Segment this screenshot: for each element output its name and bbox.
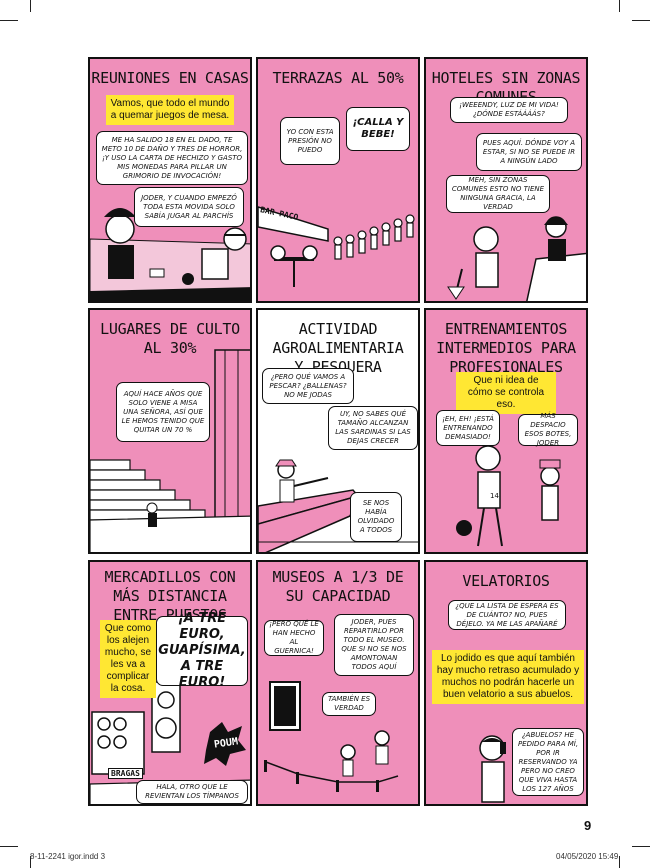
footer-timestamp: 04/05/2020 15:49 (556, 852, 619, 861)
panel-terrazas: TERRAZAS AL 50% YO CON ESTA PRESIÓN NO P… (256, 57, 420, 303)
panel-mercadillos: MERCADILLOS CON MÁS DISTANCIA ENTRE PUES… (88, 560, 252, 806)
speech-bubble: ¡EH, EH! ¡ESTÁ ENTRENANDO DEMASIADO! (436, 410, 500, 446)
crop-mark (632, 20, 650, 21)
stall-sign: BRAGAS (108, 768, 143, 779)
hotel-illustration (447, 216, 586, 301)
speech-bubble: MEH, SIN ZONAS COMUNES ESTO NO TIENE NIN… (446, 175, 550, 213)
panel-reuniones-en-casas: REUNIONES EN CASAS Vamos, que todo el mu… (88, 57, 252, 303)
crop-mark (619, 856, 620, 868)
speech-bubble: ¡CALLA Y BEBE! (346, 107, 410, 151)
crop-mark (632, 846, 650, 847)
speech-bubble: ¿ABUELOS? HE PEDIDO PARA MÍ, POR IR RESE… (512, 728, 584, 796)
page-number: 9 (584, 818, 592, 833)
panel-velatorios: VELATORIOS ¿QUE LA LISTA DE ESPERA ES DE… (424, 560, 588, 806)
speech-bubble: TAMBIÉN ES VERDAD (322, 692, 376, 716)
basketball-illustration (456, 445, 561, 547)
panel-lugares-de-culto: LUGARES DE CULTO AL 30% AQUÍ HACE AÑOS Q… (88, 308, 252, 554)
crop-mark (30, 0, 31, 12)
speech-bubble: HALA, OTRO QUE LE REVIENTAN LOS TÍMPANOS (136, 780, 248, 804)
panel-hoteles: HOTELES SIN ZONAS COMUNES ¡WEEENDY, LUZ … (424, 57, 588, 303)
caption-box: Que como los alejen mucho, se les va a c… (100, 620, 156, 698)
panel-title: ACTIVIDAD AGROALIMENTARIA Y PESQUERA (272, 320, 404, 376)
museum-illustration (264, 681, 399, 792)
panel-actividad-agroalimentaria: ACTIVIDAD AGROALIMENTARIA Y PESQUERA ¿PE… (256, 308, 420, 554)
panel-title: REUNIONES EN CASAS (91, 69, 249, 87)
panel-title: MUSEOS A 1/3 DE SU CAPACIDAD (272, 568, 404, 605)
crop-mark (30, 856, 31, 868)
speech-bubble: ¡PERO QUÉ LE HAN HECHO AL GUERNICA! (264, 620, 324, 656)
panel-entrenamientos: ENTRENAMIENTOS INTERMEDIOS PARA PROFESIO… (424, 308, 588, 554)
speech-bubble: ¡A TRE EURO, GUAPÍSIMA, A TRE EURO! (156, 611, 248, 690)
speech-bubble: ¿QUE LA LISTA DE ESPERA ES DE CUÁNTO? NO… (448, 600, 566, 630)
caption-box: Que ni idea de cómo se controla eso. (456, 372, 556, 414)
panel-museos: MUSEOS A 1/3 DE SU CAPACIDAD ¡PERO QUÉ L… (256, 560, 420, 806)
caption-box: Vamos, que todo el mundo a quemar juegos… (106, 95, 234, 125)
crop-mark (619, 0, 620, 12)
panel-title: LUGARES DE CULTO AL 30% (100, 320, 240, 357)
speech-bubble: MÁS DESPACIO ESOS BOTES, JODER (518, 412, 578, 447)
speech-bubble: UY, NO SABES QUÉ TAMAÑO ALCANZAN LAS SAR… (328, 406, 418, 450)
speech-bubble: JODER, Y CUANDO EMPEZÓ TODA ESTA MOVIDA … (134, 187, 244, 227)
phone-call-illustration (479, 735, 506, 803)
church-stairs-illustration (90, 349, 250, 552)
speech-bubble: ¡WEEENDY, LUZ DE MI VIDA! ¿DÓNDE ESTÁÁÁÁ… (450, 97, 568, 123)
jersey-number: 14 (490, 492, 499, 500)
panel-title: VELATORIOS (462, 572, 550, 590)
speech-bubble: ME HA SALIDO 18 EN EL DADO, TE METO 10 D… (96, 131, 248, 185)
panel-title: ENTRENAMIENTOS INTERMEDIOS PARA PROFESIO… (436, 320, 576, 376)
speech-bubble: AQUÍ HACE AÑOS QUE SOLO VIENE A MISA UNA… (116, 382, 210, 442)
panel-title: MERCADILLOS CON MÁS DISTANCIA ENTRE PUES… (104, 568, 236, 624)
speech-bubble: ¿PERO QUÉ VAMOS A PESCAR? ¿BALLENAS? NO … (262, 368, 354, 404)
speech-bubble: JODER, PUES REPARTIRLO POR TODO EL MUSEO… (334, 614, 414, 676)
game-table-illustration (90, 208, 250, 301)
terrace-queue-illustration (258, 206, 415, 287)
speech-bubble: YO CON ESTA PRESIÓN NO PUEDO (280, 117, 340, 165)
speech-bubble: SE NOS HABÍA OLVIDADO A TODOS (350, 492, 402, 542)
footer-file-info: 8-11-2241 igor.indd 3 (30, 852, 106, 861)
panel-title: TERRAZAS AL 50% (272, 69, 404, 87)
caption-box: Lo jodido es que aquí también hay mucho … (432, 650, 584, 704)
crop-mark (0, 846, 18, 847)
crop-mark (0, 20, 18, 21)
speech-bubble: PUES AQUÍ. DÓNDE VOY A ESTAR, SI NO SE P… (476, 133, 582, 171)
